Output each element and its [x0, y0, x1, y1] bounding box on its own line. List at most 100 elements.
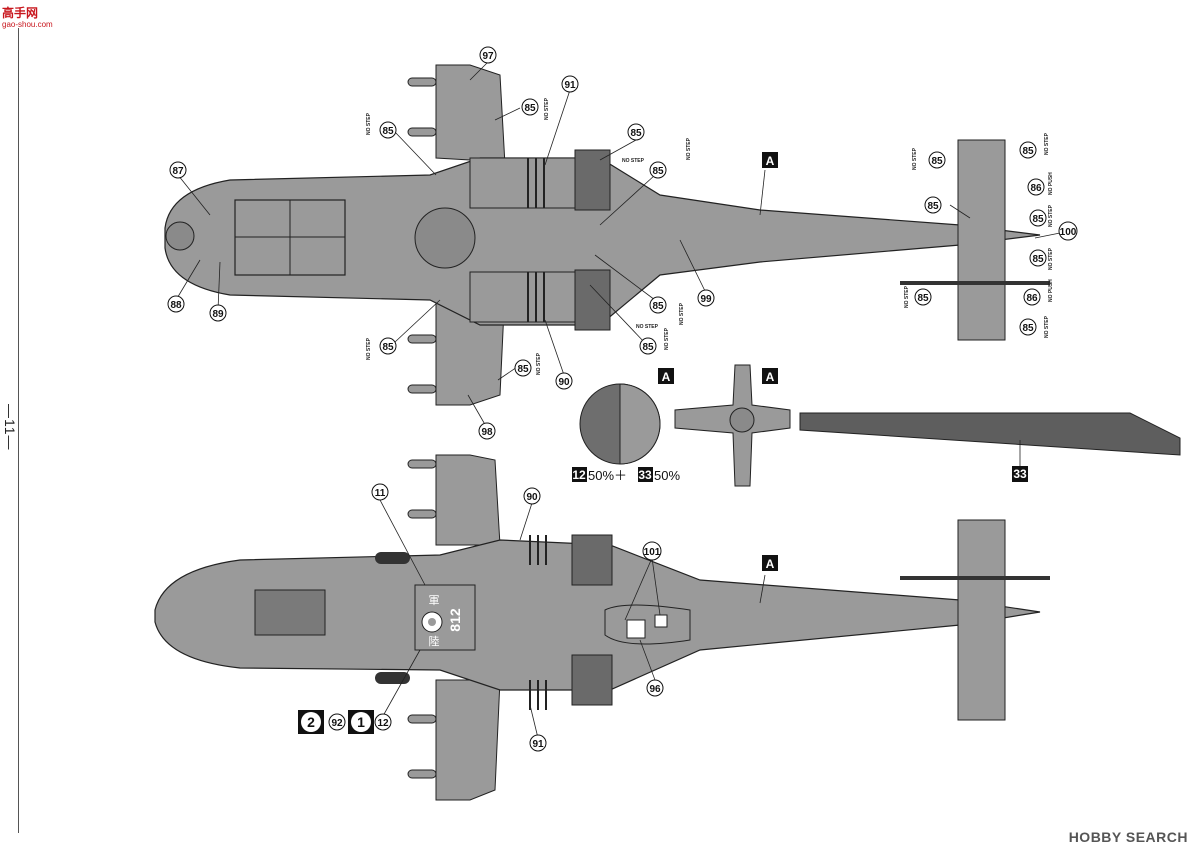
svg-text:86: 86 [1026, 293, 1038, 304]
svg-text:NO STEP: NO STEP [536, 352, 542, 375]
callout-86-b: 86 [1023, 288, 1041, 306]
svg-text:85: 85 [931, 156, 943, 167]
callout-85-b: 85 [379, 121, 397, 139]
svg-text:33: 33 [638, 468, 652, 482]
svg-text:NO STEP: NO STEP [622, 158, 645, 164]
callout-90-bottom: 90 [523, 487, 541, 505]
svg-text:NO STEP: NO STEP [664, 327, 670, 350]
callout-85-m: 85 [914, 288, 932, 306]
svg-text:90: 90 [526, 492, 538, 503]
svg-text:85: 85 [517, 364, 529, 375]
svg-text:90: 90 [558, 377, 570, 388]
bottom-view: 陸 軍 812 [154, 454, 1050, 801]
top-view-callouts: 97 91 85 85 85 85 85 85 85 87 88 89 99 9… [167, 46, 1078, 440]
svg-text:軍: 軍 [429, 594, 440, 607]
svg-text:12: 12 [572, 468, 586, 482]
svg-text:33: 33 [1013, 467, 1027, 481]
callout-11: 11 [371, 483, 389, 501]
area-a-top: A [762, 152, 778, 168]
callout-85-d: 85 [649, 161, 667, 179]
svg-text:97: 97 [482, 51, 494, 62]
area-a-hub: A [762, 368, 778, 384]
callout-91: 91 [561, 75, 579, 93]
callout-85-f: 85 [639, 337, 657, 355]
svg-text:87: 87 [172, 166, 184, 177]
svg-text:陸: 陸 [429, 635, 440, 648]
svg-text:812: 812 [447, 608, 463, 632]
svg-text:NO STEP: NO STEP [366, 337, 372, 360]
callout-100: 100 [1058, 221, 1078, 241]
callout-85-n: 85 [1019, 318, 1037, 336]
callout-85-j: 85 [1019, 141, 1037, 159]
svg-text:91: 91 [564, 80, 576, 91]
callout-85-g: 85 [379, 337, 397, 355]
svg-text:2: 2 [307, 714, 315, 730]
blade-label-33: 33 [1012, 466, 1028, 482]
svg-text:50%＋: 50%＋ [588, 468, 627, 483]
svg-text:88: 88 [170, 300, 182, 311]
callout-98: 98 [478, 422, 496, 440]
svg-text:85: 85 [1022, 146, 1034, 157]
svg-text:86: 86 [1030, 183, 1042, 194]
callout-85-o: 85 [1029, 249, 1047, 267]
svg-text:NO STEP: NO STEP [544, 97, 550, 120]
svg-text:NO STEP: NO STEP [679, 302, 685, 325]
rotor-hub [674, 364, 791, 487]
callout-85-i: 85 [928, 151, 946, 169]
svg-text:85: 85 [652, 301, 664, 312]
watermark-title: 高手网 [2, 6, 39, 20]
area-a-circle: A [658, 368, 674, 384]
area-a-bottom: A [762, 555, 778, 571]
svg-text:A: A [766, 154, 775, 168]
svg-text:1: 1 [357, 714, 365, 730]
callout-99: 99 [697, 289, 715, 307]
svg-text:85: 85 [382, 342, 394, 353]
svg-text:85: 85 [917, 293, 929, 304]
callout-90: 90 [555, 372, 573, 390]
callout-86-a: 86 [1027, 178, 1045, 196]
callout-85-a: 85 [521, 98, 539, 116]
callout-85-e: 85 [649, 296, 667, 314]
callout-12: 12 [374, 713, 392, 731]
callout-101: 101 [642, 541, 662, 561]
svg-text:89: 89 [212, 309, 224, 320]
svg-text:91: 91 [532, 739, 544, 750]
svg-text:85: 85 [382, 126, 394, 137]
svg-text:96: 96 [649, 684, 661, 695]
decal-markers: 2 92 1 [298, 710, 374, 734]
top-view [164, 61, 1066, 429]
watermark-logo: 高手网 gao-shou.com [2, 4, 53, 29]
svg-text:85: 85 [1032, 214, 1044, 225]
callout-85-l: 85 [1029, 209, 1047, 227]
bottom-view-callouts: 11 90 101 96 91 12 [371, 483, 664, 752]
svg-text:NO STEP: NO STEP [1048, 247, 1054, 270]
svg-text:NO STEP: NO STEP [686, 137, 692, 160]
rotor-blade [799, 412, 1181, 456]
callout-87: 87 [169, 161, 187, 179]
engine-stripes-top [527, 158, 545, 322]
callout-89: 89 [209, 304, 227, 322]
svg-text:50%: 50% [654, 468, 680, 483]
svg-text:NO STEP: NO STEP [912, 147, 918, 170]
rotor-detail: A 12 50%＋ 33 50% A 33 [572, 364, 1181, 487]
svg-text:100: 100 [1060, 227, 1077, 238]
svg-text:85: 85 [1022, 323, 1034, 334]
callout-96: 96 [646, 679, 664, 697]
svg-text:NO STEP: NO STEP [1048, 204, 1054, 227]
svg-text:A: A [662, 370, 671, 384]
svg-text:85: 85 [524, 103, 536, 114]
svg-text:A: A [766, 370, 775, 384]
svg-text:NO STEP: NO STEP [1044, 132, 1050, 155]
svg-text:NO STEP: NO STEP [636, 324, 659, 330]
roc-roundel: 陸 軍 812 [414, 584, 476, 651]
svg-text:101: 101 [644, 547, 661, 558]
svg-text:NO PUSH: NO PUSH [1048, 172, 1054, 195]
svg-text:85: 85 [652, 166, 664, 177]
svg-text:NO STEP: NO STEP [1044, 315, 1050, 338]
svg-text:A: A [766, 557, 775, 571]
no-step-labels: NO STEP NO STEP NO STEP NO STEP NO STEP … [366, 97, 1054, 375]
svg-text:NO PUSH: NO PUSH [1048, 279, 1054, 302]
svg-text:11: 11 [375, 488, 386, 499]
svg-text:NO STEP: NO STEP [904, 285, 910, 308]
